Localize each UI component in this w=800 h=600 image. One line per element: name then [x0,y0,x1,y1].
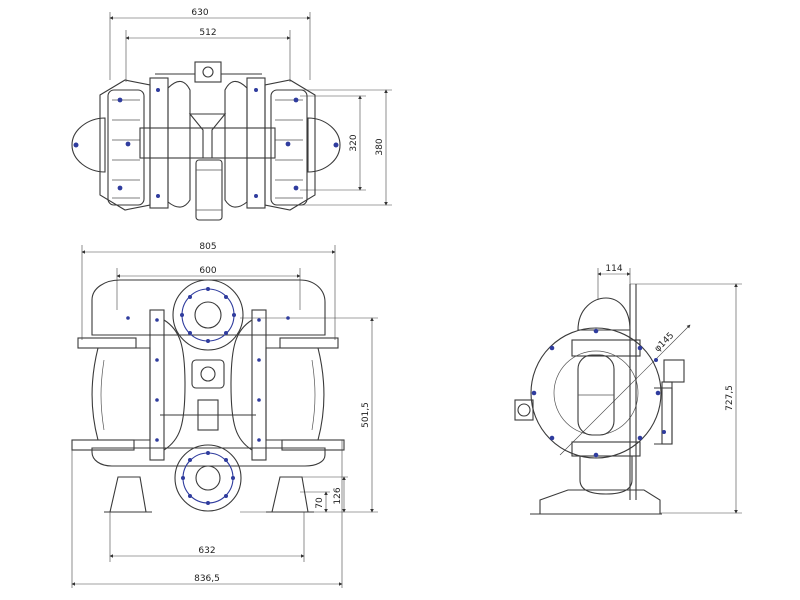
front-pump-body [71,279,345,513]
dim-label-630: 630 [191,8,208,18]
dim-label-632: 632 [198,546,215,556]
dimension-side-height: 727,5 [630,283,742,514]
dim-label-380: 380 [375,138,385,155]
dim-label-114: 114 [605,264,622,274]
side-pump-body [514,284,685,515]
dim-label-836-5: 836,5 [194,574,220,584]
dimension-front-bottom-inner: 632 [109,512,305,562]
dim-label-512: 512 [199,28,216,38]
dimension-front-bottom-overall: 836,5 [71,440,343,588]
dimension-front-inner-width: 600 [116,266,301,310]
side-view: 114 727,5 φ145 [514,264,742,515]
dimension-front-height: 501,5 [240,317,378,513]
dimension-top-heights: 320 380 [300,89,392,206]
dim-label-805: 805 [199,242,216,252]
dimension-side-offset: 114 [597,264,631,300]
dim-label-501-5: 501,5 [361,402,371,428]
dim-label-320: 320 [349,134,359,151]
dimension-top-inner-width: 512 [125,28,291,82]
dim-label-70: 70 [315,497,325,509]
top-view: 630 512 320 380 [71,8,392,221]
dim-label-727-5: 727,5 [725,385,735,411]
dimension-side-bolt-circle: φ145 [559,324,691,456]
dimension-front-overall-width: 805 [81,242,336,340]
dimension-top-overall-width: 630 [109,8,311,80]
dim-label-126: 126 [333,487,343,504]
top-pump-body [71,61,341,221]
front-view: 805 600 501,5 126 70 [71,242,378,588]
dim-label-600: 600 [199,266,216,276]
